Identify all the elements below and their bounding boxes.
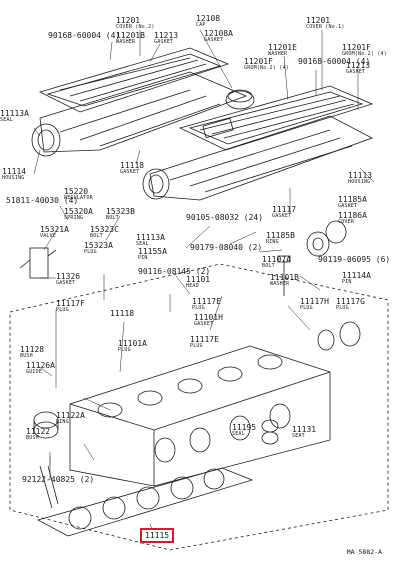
oil-regulator (19, 247, 57, 279)
part-label: 90105-08032 (24) (186, 213, 264, 222)
cam-cover-no2 (38, 47, 230, 113)
part-label: 92122-40825 (2) (22, 475, 95, 484)
leader-lines (33, 29, 375, 531)
valve-guide (39, 465, 59, 509)
cylinder-head (69, 345, 331, 487)
highlighted-part-label[interactable]: 11115 (140, 528, 175, 543)
plug-right (317, 321, 361, 351)
bolt (277, 255, 291, 296)
part-label: 90179-08040 (2) (190, 243, 263, 252)
cam-housing-left (31, 71, 248, 157)
part-label: 51811-40030 (4) (6, 196, 79, 205)
part-label: 90168-60004 (4) (298, 57, 371, 66)
head-gasket (36, 467, 254, 537)
cam-housing-right (142, 115, 373, 201)
part-label: 90119-06095 (6) (318, 255, 391, 264)
seal-ring-right (306, 220, 347, 257)
part-label: 90168-60004 (4) (48, 31, 121, 40)
diagram-reference: MA 5882-A (346, 548, 382, 556)
highlighted-part-number: 11115 (145, 531, 170, 540)
part-label: 11118 (110, 309, 135, 318)
valve-seat (261, 419, 279, 445)
part-label: 90116-08145 (2) (138, 267, 211, 276)
cam-cover-no1 (178, 85, 374, 151)
plug-left (33, 411, 59, 439)
oil-filler-cap (225, 89, 255, 110)
